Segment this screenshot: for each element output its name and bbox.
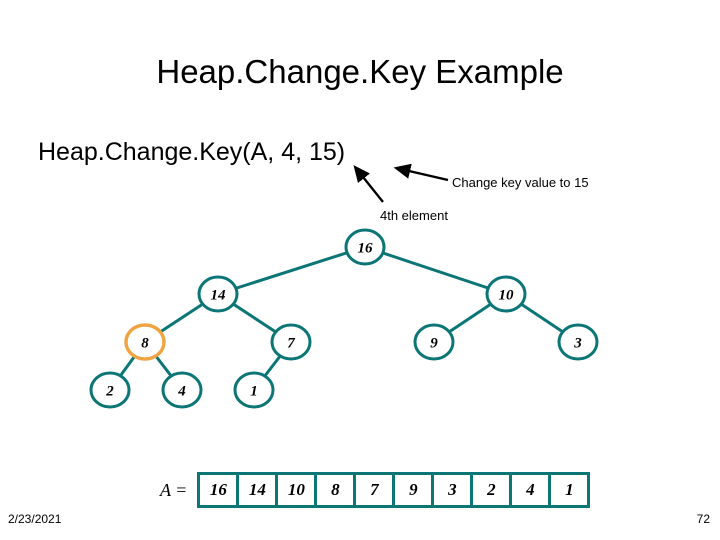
tree-node-value: 8 xyxy=(141,336,149,352)
array-cell[interactable]: 16 xyxy=(200,475,237,505)
tree-node-value: 2 xyxy=(105,384,114,400)
tree-node-circle xyxy=(270,323,312,361)
tree-node-circle xyxy=(197,275,239,313)
tree-node[interactable]: 10 xyxy=(485,275,527,313)
tree-node-circle xyxy=(89,371,131,409)
array-cell[interactable]: 14 xyxy=(239,475,276,505)
tree-node-circle xyxy=(485,275,527,313)
array-cell[interactable]: 7 xyxy=(356,475,393,505)
annotation-change-key-label: Change key value to 15 xyxy=(452,175,589,190)
array-cell[interactable]: 10 xyxy=(278,475,315,505)
tree-node-value: 14 xyxy=(211,288,227,304)
array-cell[interactable]: 9 xyxy=(395,475,432,505)
array-cell[interactable]: 8 xyxy=(317,475,354,505)
tree-node[interactable]: 9 xyxy=(413,323,455,361)
array-cell[interactable]: 3 xyxy=(434,475,471,505)
array-cell[interactable]: 1 xyxy=(551,475,588,505)
tree-node-circle xyxy=(413,323,455,361)
tree-node[interactable]: 2 xyxy=(89,371,131,409)
tree-node[interactable]: 14 xyxy=(197,275,239,313)
tree-node-value: 7 xyxy=(287,336,295,352)
tree-node[interactable]: 16 xyxy=(344,228,386,266)
tree-nodes: 16 14 10 8 7 9 3 2 4 1 xyxy=(89,228,599,409)
array-name-label: A = xyxy=(160,479,188,500)
tree-node-circle xyxy=(344,228,386,266)
array-cell[interactable]: 4 xyxy=(512,475,549,505)
tree-node-value: 16 xyxy=(358,241,374,257)
tree-node[interactable]: 8 xyxy=(124,323,166,361)
tree-node[interactable]: 3 xyxy=(557,323,599,361)
tree-node[interactable]: 7 xyxy=(270,323,312,361)
tree-node-value: 10 xyxy=(499,288,515,304)
tree-node-circle xyxy=(161,371,203,409)
tree-edge xyxy=(217,245,366,296)
footer-page-number: 72 xyxy=(696,512,710,526)
tree-node-circle xyxy=(233,371,275,409)
tree-node-value: 4 xyxy=(177,384,186,400)
array-cell[interactable]: 2 xyxy=(473,475,510,505)
tree-node-value: 3 xyxy=(573,336,582,352)
footer-date: 2/23/2021 xyxy=(8,512,62,526)
tree-edge xyxy=(364,245,507,296)
tree-edges xyxy=(108,245,579,391)
call-expression-text: Heap.Change.Key(A, 4, 15) xyxy=(38,138,346,166)
page-title: Heap.Change.Key Example xyxy=(156,53,564,90)
tree-node-value: 9 xyxy=(430,336,438,352)
tree-node[interactable]: 1 xyxy=(233,371,275,409)
tree-node[interactable]: 4 xyxy=(161,371,203,409)
tree-node-circle xyxy=(557,323,599,361)
tree-node-circle-highlighted xyxy=(124,323,166,361)
annotation-4th-element-label: 4th element xyxy=(380,208,448,223)
tree-node-value: 1 xyxy=(250,384,258,400)
